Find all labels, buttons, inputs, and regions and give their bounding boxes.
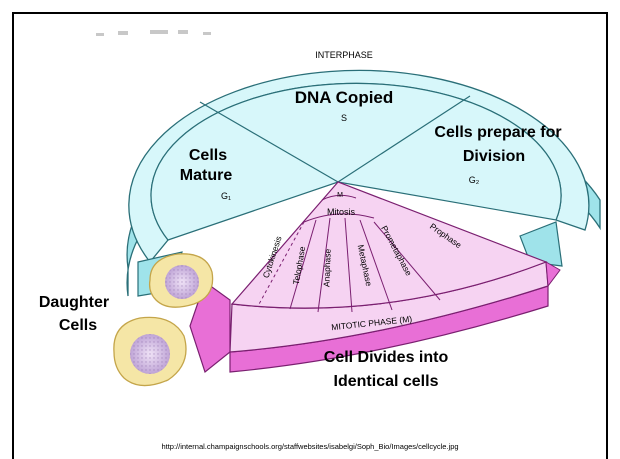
daughter-cells-line2: Cells xyxy=(59,317,97,334)
g2-phase-label: G₂ xyxy=(469,175,480,185)
daughter-cell-upper xyxy=(150,254,213,307)
prepare-division-line1: Cells prepare for xyxy=(434,124,561,141)
mitosis-label: Mitosis xyxy=(327,207,356,217)
dna-copied-label: DNA Copied xyxy=(295,88,394,107)
daughter-cells-line1: Daughter xyxy=(39,294,109,311)
cell-divides-line1: Cell Divides into xyxy=(324,349,449,366)
source-url[interactable]: http://internal.champaignschools.org/sta… xyxy=(0,442,620,451)
stage-anaphase: Anaphase xyxy=(321,248,332,287)
cells-mature-line1: Cells xyxy=(189,147,227,164)
g1-phase-label: G₁ xyxy=(221,191,231,201)
s-phase-label: S xyxy=(341,113,347,123)
cropped-title-remnant xyxy=(96,30,211,36)
m-phase-label: M xyxy=(337,192,343,199)
cells-mature-line2: Mature xyxy=(180,167,233,184)
interphase-label: INTERPHASE xyxy=(315,50,373,60)
daughter-cell-lower xyxy=(114,317,186,385)
cell-divides-line2: Identical cells xyxy=(334,373,439,390)
prepare-division-line2: Division xyxy=(463,148,525,165)
